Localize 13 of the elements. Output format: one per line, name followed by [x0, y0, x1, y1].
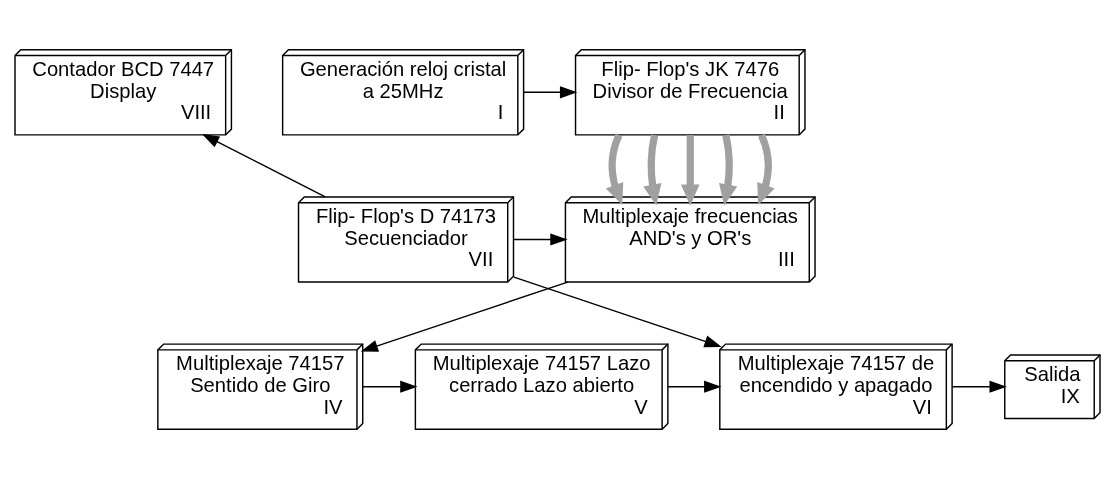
arrow [643, 134, 662, 206]
arrow [362, 380, 418, 393]
arrow [201, 133, 326, 198]
arrow [522, 86, 578, 99]
arrow [757, 133, 775, 206]
arrow [513, 233, 568, 246]
arrow [951, 380, 1007, 393]
arrow [513, 276, 722, 348]
arrow [719, 134, 738, 206]
arrow [605, 133, 624, 206]
arrow [680, 135, 700, 206]
arrow [360, 281, 569, 352]
arrow [667, 380, 722, 393]
